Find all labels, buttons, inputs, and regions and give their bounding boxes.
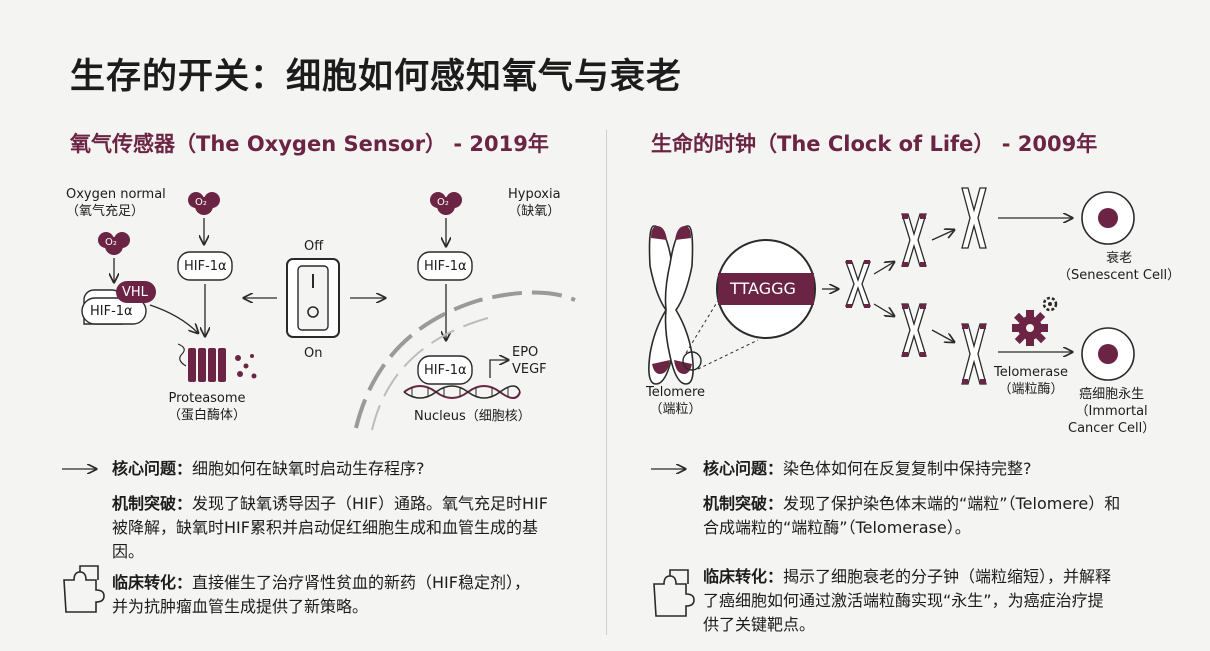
vhl-hif-complex-icon <box>81 281 156 325</box>
ttaggg-sequence-label: TTAGGG <box>730 279 796 298</box>
oxygen-sensor-heading: 氧气传感器（The Oxygen Sensor） - 2019年 <box>70 132 549 156</box>
hif-protein-icon <box>417 355 473 385</box>
hypoxia-label: Hypoxia （缺氧） <box>508 187 561 219</box>
page-title: 生存的开关：细胞如何感知氧气与衰老 <box>70 57 683 97</box>
o2-label: O₂ <box>437 197 449 208</box>
switch-on-label: On <box>304 346 323 361</box>
dna-helix-icon <box>403 385 521 399</box>
proteasome-icon <box>177 343 257 382</box>
chromosome-icon <box>845 260 871 308</box>
nucleus-membrane-icon <box>354 290 576 429</box>
chromosome-icon <box>901 213 927 267</box>
hif-label: HIF-1α <box>424 363 467 378</box>
oxygen-normal-label: Oxygen normal （氧气充足） <box>66 187 166 219</box>
chromosome-large-icon <box>648 225 694 385</box>
puzzle-icon <box>63 565 105 613</box>
hif-protein-icon <box>417 251 473 281</box>
o2-label: O₂ <box>105 237 117 248</box>
hif-label: HIF-1α <box>184 259 227 274</box>
o2-label: O₂ <box>195 197 207 208</box>
telomerase-label: Telomerase （端粒酶） <box>994 365 1069 397</box>
puzzle-icon <box>653 569 695 617</box>
right-mechanism: 机制突破：发现了保护染色体末端的“端粒”（Telomere）和 合成端粒的“端粒… <box>703 494 1121 537</box>
o2-molecule-icon <box>188 192 220 215</box>
hif-label: HIF-1α <box>424 259 467 274</box>
left-mechanism: 机制突破：发现了缺氧诱导因子（HIF）通路。氧气充足时HIF 被降解，缺氧时HI… <box>112 494 548 561</box>
proteasome-label: Proteasome （蛋白酶体） <box>168 391 247 423</box>
left-clinical: 临床转化：直接催生了治疗肾性贫血的新药（HIF稳定剂）， 并为抗肿瘤血管生成提供… <box>112 573 530 616</box>
hif-label: HIF-1α <box>90 304 133 319</box>
right-core-question: 核心问题：染色体如何在反复复制中保持完整? <box>703 459 1032 478</box>
oxygen-switch-icon <box>286 258 340 338</box>
telomere-label: Telomere （端粒） <box>646 385 706 417</box>
target-genes-label: EPO VEGF <box>512 345 547 377</box>
switch-off-label: Off <box>304 239 324 254</box>
chromosome-icon <box>901 303 927 357</box>
chromosome-icon <box>961 323 987 385</box>
chromosome-icon <box>961 187 987 249</box>
hif-protein-icon <box>177 251 233 281</box>
right-clinical: 临床转化：揭示了细胞衰老的分子钟（端粒缩短），并解释 了癌细胞如何通过激活端粒酶… <box>703 567 1112 634</box>
vhl-label: VHL <box>122 285 148 300</box>
telomerase-gear-icon <box>1012 296 1058 346</box>
clock-of-life-heading: 生命的时钟（The Clock of Life） - 2009年 <box>651 132 1098 156</box>
left-core-question: 核心问题：细胞如何在缺氧时启动生存程序? <box>112 459 425 478</box>
o2-molecule-icon <box>98 232 130 255</box>
o2-molecule-icon <box>430 192 462 215</box>
senescent-cell-label: 衰老 （Senescent Cell） <box>1058 251 1181 283</box>
nucleus-label: Nucleus（细胞核） <box>414 409 531 424</box>
section-divider <box>606 130 607 635</box>
immortal-cell-label: 癌细胞永生 （Immortal Cancer Cell） <box>1068 387 1156 436</box>
